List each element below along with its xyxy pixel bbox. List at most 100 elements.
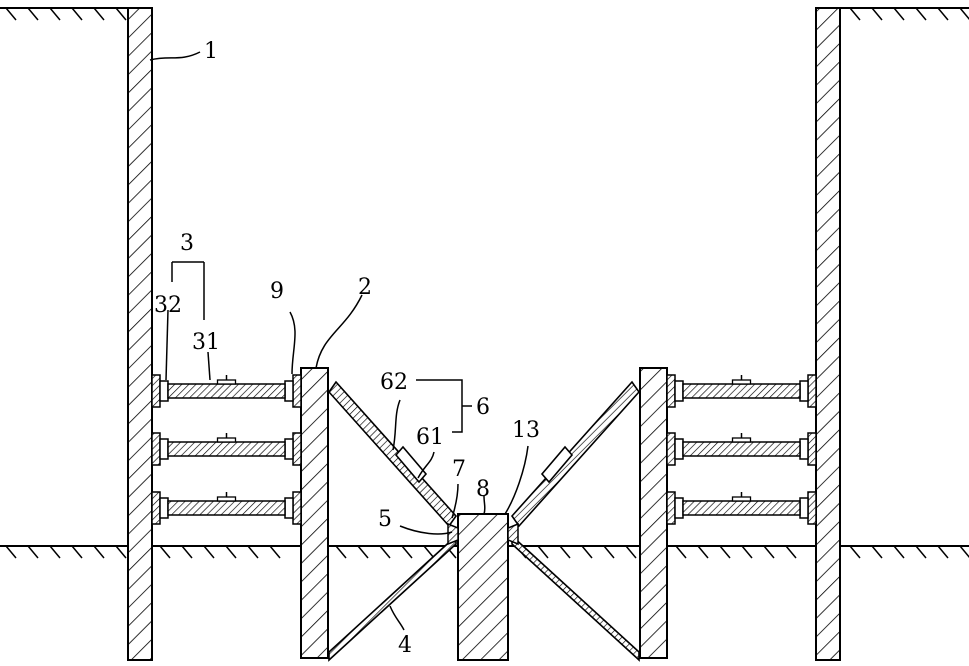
- strut-shaft: [168, 501, 285, 515]
- ground-tick: [248, 546, 258, 558]
- label-13: 13: [512, 418, 540, 443]
- upper-brace-right: [512, 382, 639, 526]
- ground-tick: [336, 546, 346, 558]
- label-3: 3: [180, 231, 194, 256]
- strut-collar: [160, 381, 168, 401]
- central-block: [458, 514, 508, 660]
- strut-end-plate: [667, 375, 675, 407]
- ground-tick: [402, 546, 412, 558]
- label-5: 5: [378, 507, 392, 532]
- ground-tick: [676, 546, 686, 558]
- ground-tick: [50, 546, 60, 558]
- outer-wall-right: [816, 8, 840, 660]
- ground-tick: [872, 546, 882, 558]
- strut-collar: [675, 439, 683, 459]
- strut-collar: [285, 498, 293, 518]
- ground-tick: [604, 546, 614, 558]
- ground-tick: [916, 8, 926, 20]
- ground-tick: [182, 546, 192, 558]
- ground-tick: [160, 546, 170, 558]
- label-62: 62: [380, 370, 408, 395]
- label-31: 31: [192, 330, 220, 355]
- ground-tick: [94, 8, 104, 20]
- strut-collar: [285, 381, 293, 401]
- strut-end-plate: [808, 375, 816, 407]
- ground-tick: [560, 546, 570, 558]
- outer-wall-left: [128, 8, 152, 660]
- inner-panel-left: [301, 368, 328, 658]
- ground-tick: [938, 546, 948, 558]
- strut-end-plate: [808, 492, 816, 524]
- upper-brace-left: [329, 382, 456, 526]
- strut-clamp: [733, 380, 751, 384]
- ground-tick: [6, 8, 16, 20]
- strut-shaft: [168, 384, 285, 398]
- label-4: 4: [398, 633, 412, 658]
- label-61: 61: [416, 425, 444, 450]
- label-9: 9: [270, 279, 284, 304]
- ground-tick: [742, 546, 752, 558]
- strut-end-plate: [152, 433, 160, 465]
- strut-clamp: [218, 438, 236, 442]
- ground-tick: [582, 546, 592, 558]
- strut-collar: [675, 381, 683, 401]
- ground-tick: [698, 546, 708, 558]
- label-8: 8: [476, 477, 490, 502]
- lower-brace-right: [512, 536, 639, 660]
- strut-collar: [800, 381, 808, 401]
- ground-tick: [786, 546, 796, 558]
- ground-tick: [28, 546, 38, 558]
- label-7: 7: [452, 457, 466, 482]
- ground-tick: [116, 546, 126, 558]
- ground-tick: [872, 8, 882, 20]
- ground-tick: [204, 546, 214, 558]
- strut-collar: [160, 439, 168, 459]
- ground-tick: [626, 546, 636, 558]
- lower-brace-left: [329, 536, 456, 660]
- ground-tick: [6, 546, 16, 558]
- ground-tick: [850, 8, 860, 20]
- strut-end-plate: [293, 433, 301, 465]
- ground-tick: [270, 546, 280, 558]
- strut-clamp: [733, 438, 751, 442]
- ground-tick: [358, 546, 368, 558]
- strut-shaft: [683, 384, 800, 398]
- label-1: 1: [204, 39, 218, 64]
- strut-collar: [800, 439, 808, 459]
- strut-end-plate: [152, 375, 160, 407]
- ground-tick: [720, 546, 730, 558]
- ground-tick: [916, 546, 926, 558]
- strut-collar: [285, 439, 293, 459]
- joint-right: [508, 524, 518, 544]
- ground-tick: [424, 546, 434, 558]
- strut-end-plate: [293, 375, 301, 407]
- strut-end-plate: [152, 492, 160, 524]
- strut-clamp: [218, 497, 236, 501]
- strut-shaft: [168, 442, 285, 456]
- joint-left: [448, 524, 458, 544]
- ground-tick: [894, 8, 904, 20]
- label-32: 32: [154, 293, 182, 318]
- ground-tick: [960, 8, 969, 20]
- ground-tick: [116, 8, 126, 20]
- strut-clamp: [733, 497, 751, 501]
- ground-tick: [380, 546, 390, 558]
- strut-collar: [800, 498, 808, 518]
- strut-end-plate: [667, 433, 675, 465]
- ground-tick: [72, 546, 82, 558]
- ground-tick: [894, 546, 904, 558]
- strut-shaft: [683, 442, 800, 456]
- strut-collar: [675, 498, 683, 518]
- strut-shaft: [683, 501, 800, 515]
- strut-clamp: [218, 380, 236, 384]
- strut-collar: [160, 498, 168, 518]
- label-2: 2: [358, 275, 372, 300]
- ground-tick: [50, 8, 60, 20]
- strut-end-plate: [667, 492, 675, 524]
- strut-end-plate: [808, 433, 816, 465]
- ground-tick: [938, 8, 948, 20]
- ground-tick: [850, 546, 860, 558]
- ground-tick: [28, 8, 38, 20]
- ground-tick: [72, 8, 82, 20]
